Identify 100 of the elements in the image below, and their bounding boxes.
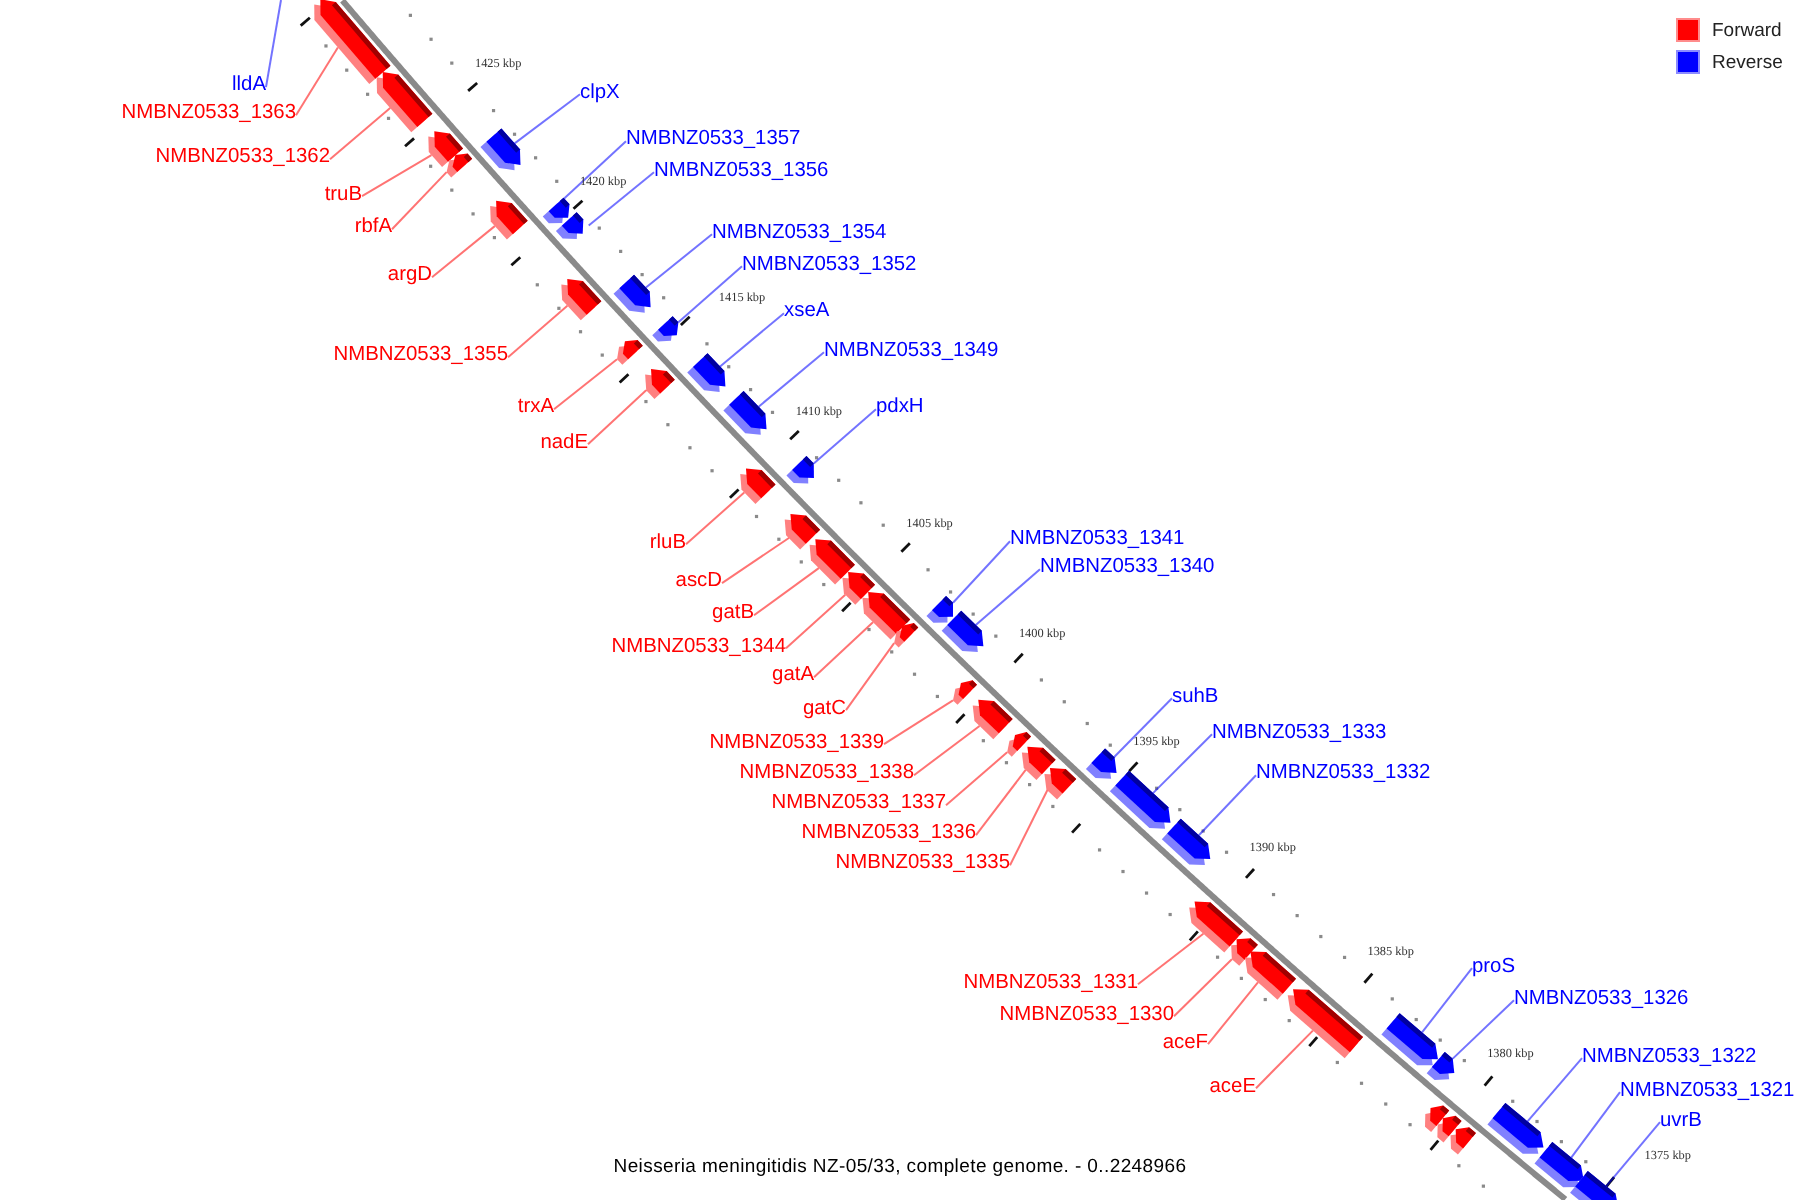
gene-feature [1245,951,1296,1000]
leader-line [975,768,1027,837]
gene-feature [1109,770,1171,829]
gene-feature [972,699,1013,740]
leader-line [785,593,847,650]
gene-label: NMBNZ0533_1355 [333,344,508,368]
gene-label: trxA [517,396,554,420]
gene-label: clpX [580,81,620,105]
gene-feature [561,279,602,321]
leader-line [507,304,569,359]
gene-label: NMBNZ0533_1322 [1582,1045,1757,1069]
leader-line [1152,733,1213,795]
leader-line [431,225,496,279]
gene-label: NMBNZ0533_1326 [1514,987,1689,1011]
gene-feature [376,72,433,133]
gene-label: gatB [712,602,754,626]
leader-line [1570,1091,1621,1159]
gene-feature [687,353,726,392]
leader-line [1173,958,1233,1018]
gene-label: truB [324,183,362,207]
gene-feature [1450,1127,1476,1155]
leader-line [813,621,874,679]
leader-line [757,351,825,408]
gene-label: NMBNZ0533_1357 [626,128,801,152]
leader-line [295,46,339,117]
leader-line [1009,789,1049,867]
gene-label: nadE [540,431,588,455]
leader-line [265,0,282,89]
gene-label: aceF [1162,1031,1208,1055]
gene-feature [617,340,643,365]
leader-line [1526,1057,1583,1123]
leader-line [644,233,713,289]
gene-feature [490,200,528,240]
gene-feature [542,197,570,224]
leader-line [391,171,448,231]
gene-feature [941,610,984,653]
gene-label: NMBNZ0533_1349 [824,339,999,363]
leader-line [1255,1029,1314,1090]
leader-line [361,154,433,198]
leader-line [952,540,1011,604]
leader-line [553,358,619,411]
leader-line [513,93,581,145]
leader-line [1207,981,1259,1046]
gene-label: NMBNZ0533_1330 [999,1003,1174,1027]
gene-label: rbfA [354,216,392,240]
gene-feature [1085,748,1117,779]
leader-line [721,537,790,585]
gene-feature [926,595,953,623]
gene-label: NMBNZ0533_1339 [709,731,884,755]
gene-label: lldA [232,74,266,98]
gene-feature [723,391,767,435]
gene-label: proS [1472,955,1516,979]
gene-feature [1487,1102,1544,1154]
gene-label: NMBNZ0533_1354 [712,221,887,245]
gene-label: NMBNZ0533_1335 [835,852,1010,876]
legend-label: Forward [1712,20,1782,42]
caption: Neisseria meningitidis NZ-05/33, complete genome. - 0..2248966 [613,1156,1187,1178]
gene-feature [314,0,391,85]
leader-line [1113,697,1173,759]
gene-label: NMBNZ0533_1336 [801,822,976,846]
leader-line [1421,967,1473,1034]
gene-label: uvrB [1660,1109,1702,1133]
gene-feature [809,539,855,585]
leader-line [329,107,392,161]
leader-line [1137,932,1205,986]
leader-line [945,751,1009,807]
gene-label: NMBNZ0533_1332 [1256,762,1431,786]
gene-feature [480,128,521,171]
gene-feature [446,153,473,178]
gene-feature [1534,1141,1584,1188]
leader-line [587,389,648,446]
leader-line [587,171,655,227]
gene-label: NMBNZ0533_1340 [1040,556,1215,580]
gene-feature [645,369,675,399]
gene-label: suhB [1172,685,1219,709]
gene-label: NMBNZ0533_1333 [1212,721,1387,745]
gene-label: NMBNZ0533_1341 [1010,528,1185,552]
gene-label: NMBNZ0533_1337 [771,792,946,816]
gene-label: argD [387,264,432,288]
leader-line [563,140,627,200]
gene-label: NMBNZ0533_1362 [155,146,330,170]
gene-feature [894,623,919,648]
legend-label: Reverse [1712,52,1783,74]
gene-feature [1287,989,1363,1059]
gene-feature [1381,1013,1438,1066]
gene-feature [1161,818,1211,865]
leader-line [677,265,743,324]
leader-line [913,724,981,777]
gene-label: NMBNZ0533_1331 [963,971,1138,995]
gene-label: NMBNZ0533_1363 [121,102,296,126]
gene-label: gatA [772,664,814,688]
gene-feature [952,680,977,705]
gene-feature [652,316,679,342]
gene-label: NMBNZ0533_1321 [1620,1079,1795,1103]
gene-label: rluB [649,531,686,555]
leader-line [1197,774,1257,837]
gene-feature [613,274,651,313]
leader-line [685,491,746,546]
gene-label: xseA [784,300,830,324]
gene-label: pdxH [876,396,924,420]
